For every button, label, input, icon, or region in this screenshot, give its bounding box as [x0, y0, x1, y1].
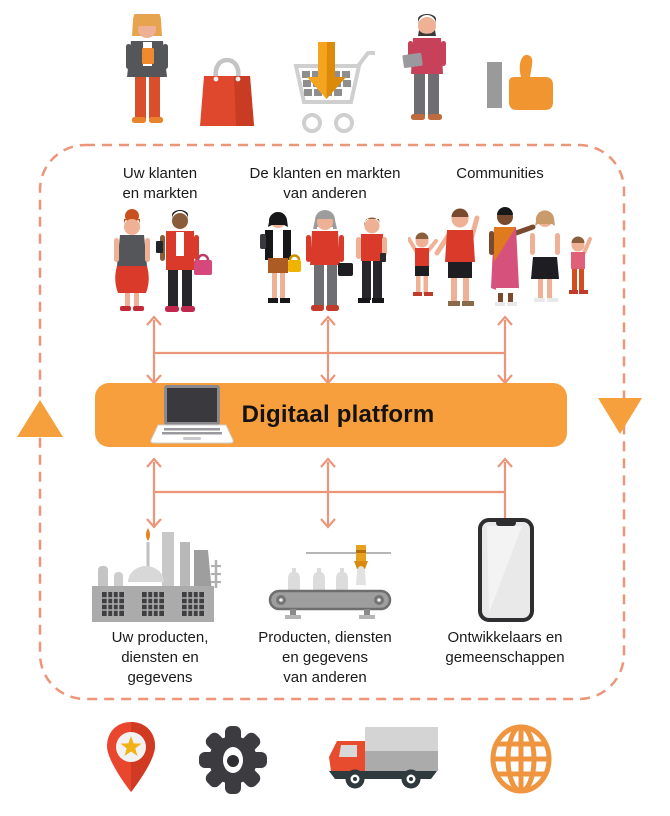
woman-with-phone-icon — [126, 14, 168, 123]
label-ontwikkelaars: Ontwikkelaars en gemeenschappen — [445, 629, 565, 666]
gear-icon — [199, 726, 267, 794]
label-communities: Communities — [456, 165, 544, 182]
location-pin-star-icon — [107, 722, 155, 792]
label-uw-klanten: Uw klanten en markten — [122, 165, 198, 202]
globe-icon — [490, 724, 552, 794]
laptop-icon — [150, 385, 234, 444]
label-producten-van-anderen: Producten, diensten en gegevens van ande… — [258, 629, 392, 686]
label-klanten-van-anderen: De klanten en markten van anderen — [249, 165, 401, 202]
smartphone-illustration — [478, 518, 534, 622]
platform-title: Digitaal platform — [241, 401, 435, 428]
community-group-illustration — [408, 207, 592, 306]
man-with-tablet-icon — [402, 14, 446, 120]
cart-with-download-arrow-icon — [293, 42, 375, 133]
bottom-connector-arrows — [146, 457, 513, 529]
digitaal-platform-bar: Digitaal platform — [95, 383, 567, 447]
shopping-bag-icon — [200, 57, 254, 126]
top-connector-arrows — [146, 315, 513, 385]
left-up-triangle-icon — [17, 400, 63, 437]
factory-illustration — [92, 528, 221, 622]
label-uw-producten: Uw producten, diensten en gegevens — [111, 629, 209, 686]
conveyor-belt-illustration — [268, 545, 392, 619]
two-customers-illustration — [114, 209, 212, 312]
three-customers-illustration — [260, 210, 387, 311]
right-down-triangle-icon — [598, 398, 642, 434]
delivery-truck-icon — [329, 727, 438, 789]
thumbs-up-icon — [487, 54, 553, 110]
